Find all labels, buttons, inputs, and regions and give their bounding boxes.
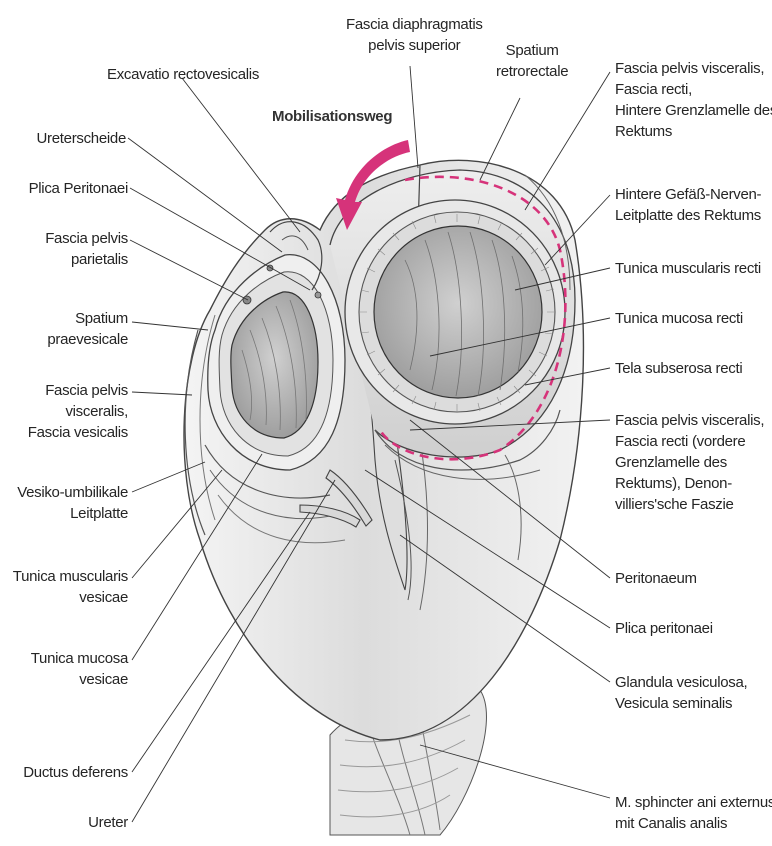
label-fascia-recti-hintere: Fascia pelvis visceralis, Fascia recti, … [615, 58, 772, 142]
label-ureter: Ureter [88, 812, 128, 833]
label-fascia-pelvis-parietalis: Fascia pelvis parietalis [45, 228, 128, 270]
label-peritonaeum: Peritonaeum [615, 568, 697, 589]
label-tela-subserosa-recti: Tela subserosa recti [615, 358, 742, 379]
label-fascia-vesicalis: Fascia pelvis visceralis, Fascia vesical… [28, 380, 128, 443]
label-ductus-deferens: Ductus deferens [23, 762, 128, 783]
label-plica-peritonaei-left: Plica Peritonaei [29, 178, 128, 199]
label-tunica-mucosa-vesicae: Tunica mucosa vesicae [31, 648, 128, 690]
label-tunica-muscularis-recti: Tunica muscularis recti [615, 258, 761, 279]
label-sphincter-ani: M. sphincter ani externus mit Canalis an… [615, 792, 772, 834]
label-spatium-praevesicale: Spatium praevesicale [47, 308, 128, 350]
label-tunica-mucosa-recti: Tunica mucosa recti [615, 308, 743, 329]
label-mobilisationsweg: Mobilisationsweg [272, 106, 392, 127]
label-gefaess-nerven-leitplatte: Hintere Gefäß-Nerven- Leitplatte des Rek… [615, 184, 761, 226]
label-vesiko-umbilikale: Vesiko-umbilikale Leitplatte [17, 482, 128, 524]
rectum-mucosa [374, 226, 542, 398]
label-fascia-diaphragmatis: Fascia diaphragmatis pelvis superior [346, 14, 483, 56]
label-excavatio-rectovesicalis: Excavatio rectovesicalis [107, 64, 259, 85]
label-glandula-vesiculosa: Glandula vesiculosa, Vesicula seminalis [615, 672, 747, 714]
label-spatium-retrorectale: Spatium retrorectale [496, 40, 568, 82]
label-ureterscheide: Ureterscheide [37, 128, 126, 149]
label-tunica-muscularis-vesicae: Tunica muscularis vesicae [13, 566, 128, 608]
label-plica-peritonaei-right: Plica peritonaei [615, 618, 713, 639]
label-fascia-recti-vordere: Fascia pelvis visceralis, Fascia recti (… [615, 410, 764, 515]
